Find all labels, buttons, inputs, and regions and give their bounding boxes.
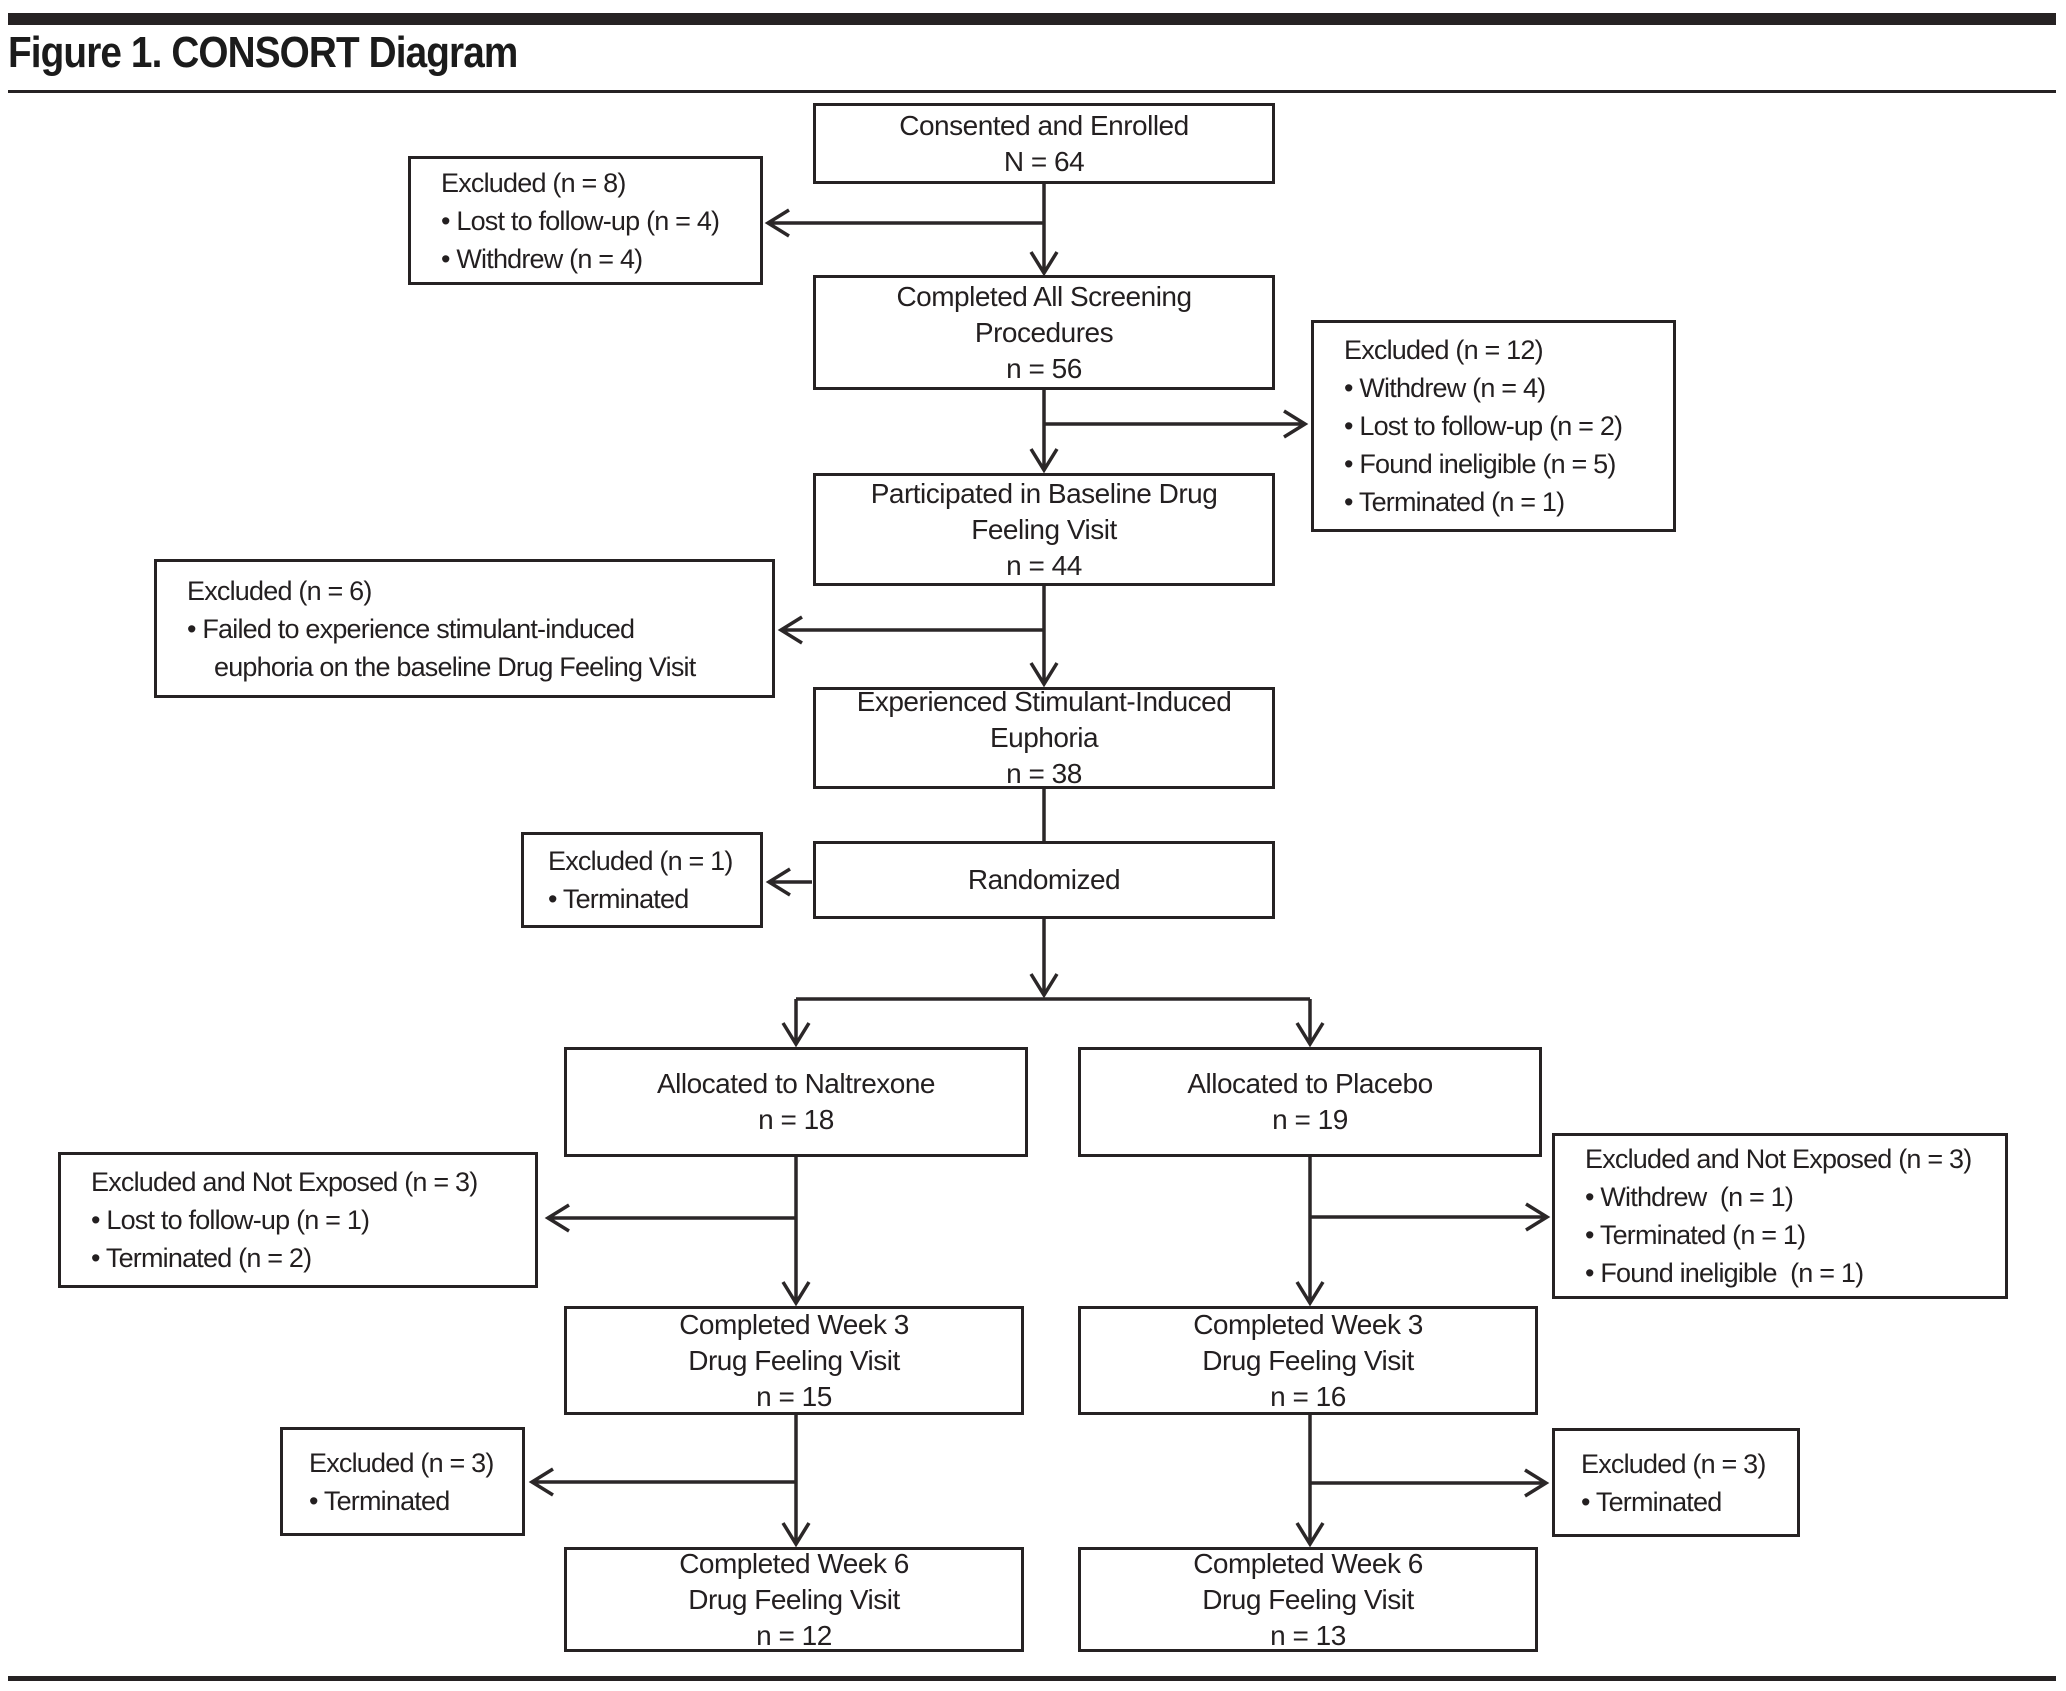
- arrow-placebo-to-week3: [1295, 1157, 1325, 1307]
- flow-box-baseline-visit: Participated in Baseline Drug Feeling Vi…: [813, 473, 1275, 586]
- arrow-to-excluded-screening: [1044, 409, 1309, 439]
- flow-box-week6-naltrexone: Completed Week 6 Drug Feeling Visit n = …: [564, 1547, 1024, 1652]
- arrow-week3-to-week6-naltrexone: [781, 1415, 811, 1548]
- bottom-rule-bar: [8, 1676, 2056, 1681]
- arrow-to-excluded-naltrexone-not-exposed: [544, 1203, 796, 1233]
- arrow-split-to-placebo: [1295, 999, 1325, 1048]
- side-box-excluded-screening: Excluded (n = 12) • Withdrew (n = 4) • L…: [1311, 320, 1676, 532]
- flow-box-screening: Completed All Screening Procedures n = 5…: [813, 275, 1275, 390]
- arrow-screening-to-baseline: [1029, 390, 1059, 474]
- flow-box-allocated-placebo: Allocated to Placebo n = 19: [1078, 1047, 1542, 1157]
- side-box-excluded-placebo-not-exposed: Excluded and Not Exposed (n = 3) • Withd…: [1552, 1133, 2008, 1299]
- side-box-excluded-randomized: Excluded (n = 1) • Terminated: [521, 832, 763, 928]
- side-box-excluded-naltrexone-week3: Excluded (n = 3) • Terminated: [280, 1427, 525, 1536]
- arrow-to-excluded-placebo-week3: [1310, 1468, 1550, 1498]
- arrow-randomized-to-split: [1029, 919, 1059, 999]
- side-box-excluded-baseline: Excluded (n = 6) • Failed to experience …: [154, 559, 775, 698]
- arrow-to-excluded-naltrexone-week3: [528, 1467, 796, 1497]
- flow-box-week3-placebo: Completed Week 3 Drug Feeling Visit n = …: [1078, 1306, 1538, 1415]
- arrow-week3-to-week6-placebo: [1295, 1415, 1325, 1548]
- arrow-to-excluded-enrollment: [764, 208, 1044, 238]
- top-rule-bar: [8, 13, 2056, 25]
- flow-box-week3-naltrexone: Completed Week 3 Drug Feeling Visit n = …: [564, 1306, 1024, 1415]
- arrow-to-excluded-randomized: [765, 867, 812, 897]
- arrow-naltrexone-to-week3: [781, 1157, 811, 1307]
- title-underline: [8, 90, 2056, 93]
- flow-box-allocated-naltrexone: Allocated to Naltrexone n = 18: [564, 1047, 1028, 1157]
- arrow-consented-to-screening: [1029, 184, 1059, 277]
- arrow-to-excluded-placebo-not-exposed: [1310, 1202, 1551, 1232]
- side-box-excluded-enrollment: Excluded (n = 8) • Lost to follow-up (n …: [408, 156, 763, 285]
- arrow-split-to-naltrexone: [781, 999, 811, 1048]
- arrow-to-excluded-baseline: [777, 615, 1044, 645]
- figure-title: Figure 1. CONSORT Diagram: [8, 28, 518, 77]
- flow-box-randomized: Randomized: [813, 841, 1275, 919]
- flow-box-euphoria: Experienced Stimulant-Induced Euphoria n…: [813, 687, 1275, 789]
- flow-box-week6-placebo: Completed Week 6 Drug Feeling Visit n = …: [1078, 1547, 1538, 1652]
- flow-box-consented: Consented and Enrolled N = 64: [813, 103, 1275, 184]
- side-box-excluded-placebo-week3: Excluded (n = 3) • Terminated: [1552, 1428, 1800, 1537]
- side-box-excluded-naltrexone-not-exposed: Excluded and Not Exposed (n = 3) • Lost …: [58, 1152, 538, 1288]
- arrow-baseline-to-euphoria: [1029, 586, 1059, 688]
